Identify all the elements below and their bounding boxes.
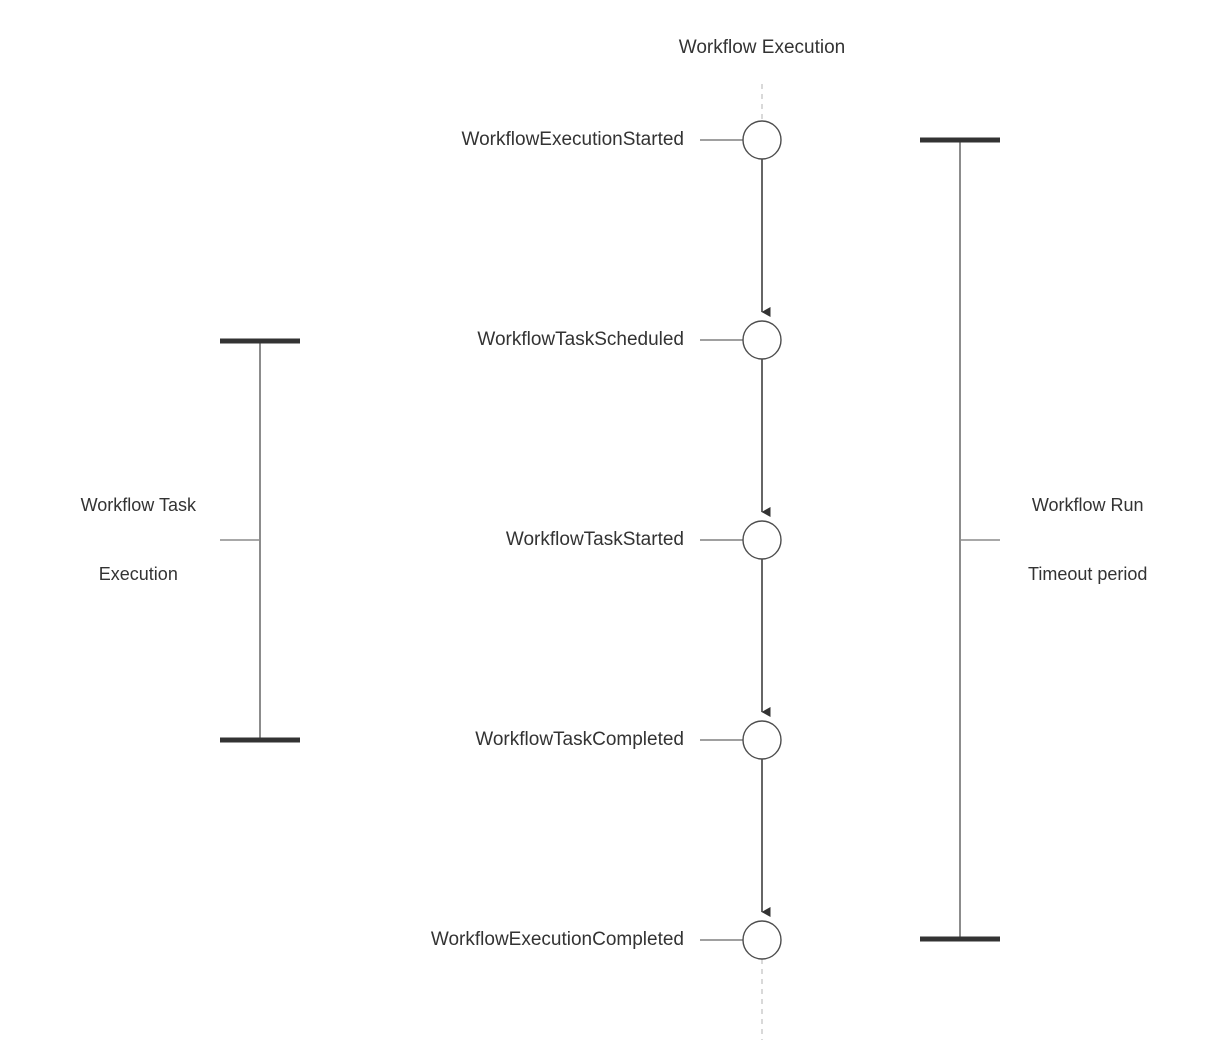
bracket-label-line-2: Timeout period [1028, 564, 1148, 585]
bracket-workflow-task-execution [220, 338, 300, 743]
bracket-label-workflow-run-timeout-period: Workflow Run Timeout period [1028, 448, 1147, 632]
node-workflow-execution-started[interactable] [742, 120, 782, 160]
node-workflow-task-started[interactable] [742, 520, 782, 560]
node-label-workflow-task-started: WorkflowTaskStarted [505, 528, 684, 550]
bracket-label-line-1: Workflow Run [1031, 494, 1144, 515]
node-workflow-execution-completed[interactable] [742, 920, 782, 960]
bracket-workflow-run-timeout-period [920, 137, 1000, 942]
diagram-title: Workflow Execution [678, 36, 846, 58]
node-label-workflow-execution-completed: WorkflowExecutionCompleted [430, 928, 684, 950]
bracket-label-line-1: Workflow Task [80, 494, 196, 515]
node-label-workflow-execution-started: WorkflowExecutionStarted [461, 128, 684, 150]
bracket-label-workflow-task-execution: Workflow Task Execution [81, 448, 196, 632]
node-workflow-task-completed[interactable] [742, 720, 782, 760]
bracket-label-line-2: Execution [98, 564, 178, 585]
node-label-workflow-task-scheduled: WorkflowTaskScheduled [477, 328, 684, 350]
node-label-workflow-task-completed: WorkflowTaskCompleted [475, 728, 684, 750]
node-workflow-task-scheduled[interactable] [742, 320, 782, 360]
